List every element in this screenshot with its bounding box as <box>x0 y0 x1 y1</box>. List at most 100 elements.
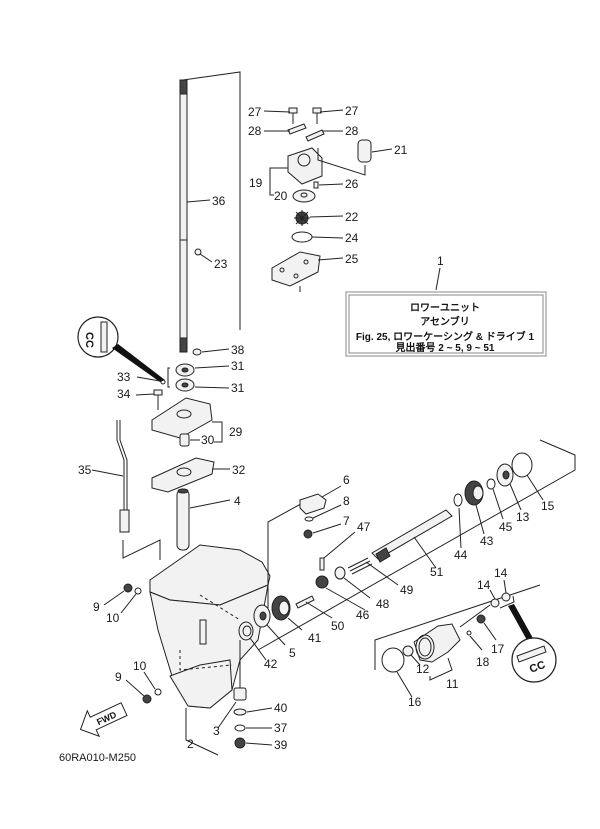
clutch-46 <box>315 575 329 589</box>
callout-48: 48 <box>376 597 390 611</box>
callout-24: 24 <box>345 231 359 245</box>
callout-49: 49 <box>400 583 414 597</box>
callout-26: 26 <box>345 177 359 191</box>
callout-18: 18 <box>476 655 490 669</box>
callout-38: 38 <box>231 343 245 357</box>
grease-mark-cc-lower: CC <box>528 659 547 676</box>
callout-16: 16 <box>408 695 422 709</box>
callout-39: 39 <box>274 738 288 752</box>
callout-23: 23 <box>214 257 228 271</box>
tube-4 <box>176 489 190 551</box>
housing-11 <box>413 623 461 663</box>
spring-49 <box>347 557 373 575</box>
bolt-34 <box>153 389 163 396</box>
callout-19: 19 <box>249 176 263 190</box>
screw-9-upper <box>123 583 133 593</box>
pin-37 <box>234 724 246 732</box>
callout-43: 43 <box>480 534 494 548</box>
washer-40 <box>233 708 247 716</box>
callout-45: 45 <box>499 520 513 534</box>
callout-6: 6 <box>343 473 350 487</box>
pin-50 <box>295 595 315 609</box>
callout-42: 42 <box>264 657 278 671</box>
callout-15: 15 <box>541 499 555 513</box>
grease-mark-cc: CC <box>83 332 95 348</box>
callout-10-lower: 10 <box>133 659 147 673</box>
propeller-shaft-51 <box>371 509 453 560</box>
lower-casing <box>149 544 271 709</box>
part-23 <box>194 248 202 256</box>
callout-12: 12 <box>416 662 430 676</box>
washer-8 <box>304 516 314 522</box>
bearing-12 <box>402 645 414 657</box>
callout-27-left: 27 <box>248 105 262 119</box>
screw-7 <box>303 529 313 539</box>
bolt-17 <box>476 614 486 624</box>
bushing-30 <box>179 433 190 447</box>
callout-17: 17 <box>491 642 505 656</box>
drive-shaft <box>179 79 188 353</box>
bushing-14-a <box>490 598 500 608</box>
callout-31-lower: 31 <box>231 381 245 395</box>
spring-48 <box>334 566 346 580</box>
callout-33: 33 <box>117 370 131 384</box>
callout-29: 29 <box>229 425 243 439</box>
callout-30: 30 <box>201 433 215 447</box>
callout-7: 7 <box>343 514 350 528</box>
callout-9-upper: 9 <box>93 600 100 614</box>
callout-25: 25 <box>345 252 359 266</box>
bushing-14-b <box>501 592 511 602</box>
callout-51: 51 <box>430 565 444 579</box>
callout-2: 2 <box>187 737 194 751</box>
callout-11: 11 <box>446 677 459 691</box>
callout-1: 1 <box>437 254 444 268</box>
title-line-2: アセンブリ <box>420 315 470 328</box>
washer-44 <box>453 493 463 507</box>
plug-3 <box>233 687 247 701</box>
callout-31-upper: 31 <box>231 359 245 373</box>
title-line-4: 見出番号 2 ~ 5, 9 ~ 51 <box>395 341 495 354</box>
pin-47 <box>319 557 325 571</box>
title-line-3: Fig. 25, ロワーケーシング & ドライブ 1 <box>356 330 535 343</box>
callout-8: 8 <box>343 494 350 508</box>
callout-41: 41 <box>308 631 322 645</box>
callout-36: 36 <box>212 194 226 208</box>
plate-32 <box>151 457 215 493</box>
callout-9-lower: 9 <box>115 670 122 684</box>
callout-21: 21 <box>394 143 408 157</box>
callout-32: 32 <box>232 463 246 477</box>
callout-5: 5 <box>289 646 296 660</box>
washer-18 <box>466 630 472 636</box>
o-ring-15 <box>511 452 533 478</box>
assembly-title-box: ロワーユニット アセンブリ Fig. 25, ロワーケーシング & ドライブ 1… <box>345 291 547 357</box>
shaft-bracket-line <box>182 71 241 330</box>
grease-detail-callout-lower: CC <box>508 604 557 683</box>
nut-39 <box>234 737 246 749</box>
part-38 <box>192 348 202 356</box>
callout-20: 20 <box>274 189 288 203</box>
callout-34: 34 <box>117 387 131 401</box>
screw-9-lower <box>142 694 152 704</box>
callout-47: 47 <box>357 520 371 534</box>
forward-direction-arrow: FWD <box>79 702 128 738</box>
callout-28-right: 28 <box>345 124 359 138</box>
callout-14-a: 14 <box>477 578 491 592</box>
callout-27-right: 27 <box>345 104 359 118</box>
callout-37: 37 <box>274 721 288 735</box>
water-pump-group <box>271 107 372 292</box>
shift-rod-35 <box>116 420 130 533</box>
callout-4: 4 <box>234 494 241 508</box>
washer-10-lower <box>154 688 162 696</box>
drawing-code: 60RA010-M250 <box>59 752 136 764</box>
callout-28-left: 28 <box>248 124 262 138</box>
o-ring-16 <box>381 647 405 673</box>
callout-44: 44 <box>454 548 468 562</box>
cover-6 <box>299 493 327 515</box>
callout-14-b: 14 <box>494 566 508 580</box>
grease-detail-callout-upper: CC <box>77 316 165 382</box>
washer-10-upper <box>134 587 142 595</box>
callout-3: 3 <box>213 724 220 738</box>
callout-10-upper: 10 <box>106 611 120 625</box>
callout-22: 22 <box>345 210 359 224</box>
